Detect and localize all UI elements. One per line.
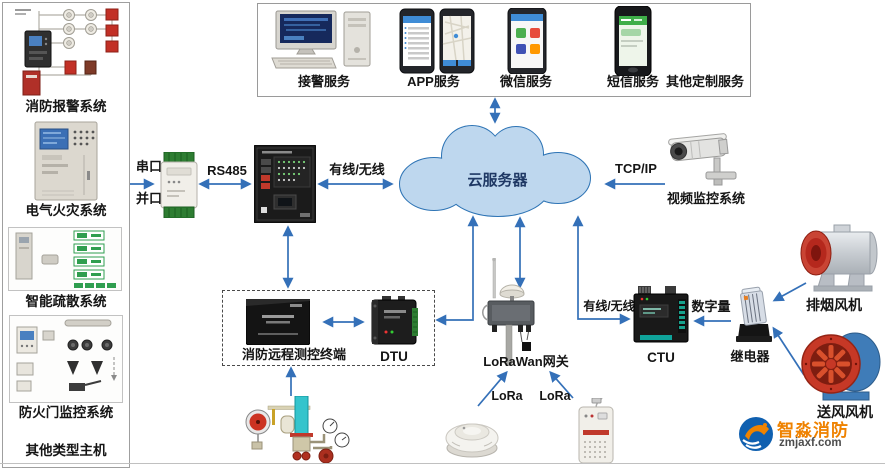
alarm-workstation-icon bbox=[271, 10, 371, 69]
custom-service-label: 其他定制服务 bbox=[665, 74, 744, 89]
parallel-port-label: 并口 bbox=[135, 191, 162, 206]
cloud-server-shape bbox=[399, 125, 591, 217]
ctu-icon bbox=[633, 286, 689, 343]
smoke-exhaust-fan-icon bbox=[800, 224, 878, 292]
evacuation-system-label: 智能疏散系统 bbox=[25, 294, 107, 309]
sms-service-label: 短信服务 bbox=[606, 74, 659, 89]
watermark-logo-icon bbox=[739, 417, 773, 451]
relay-icon bbox=[736, 286, 772, 342]
lora-wall-module-icon bbox=[578, 398, 614, 464]
watermark-site: zmjaxf.com bbox=[779, 437, 842, 449]
wired-wireless-left-label: 有线/无线 bbox=[329, 162, 385, 177]
lora-right-label: LoRa bbox=[539, 389, 571, 403]
fire-alarm-system-image bbox=[15, 8, 119, 96]
dtu-label: DTU bbox=[380, 349, 408, 364]
lorawan-gateway-label: LoRaWan网关 bbox=[483, 354, 569, 369]
serial-port-label: 串口 bbox=[135, 159, 162, 174]
dtu-icon bbox=[371, 296, 418, 345]
alarm-valve-icon bbox=[245, 396, 350, 464]
fire-door-system-image bbox=[9, 315, 123, 403]
other-hosts-label: 其他类型主机 bbox=[25, 443, 107, 458]
fire-door-system-label: 防火门监控系统 bbox=[18, 405, 114, 420]
bottom-divider bbox=[0, 463, 885, 464]
video-surveillance-label: 视频监控系统 bbox=[666, 191, 745, 206]
remote-terminal-group bbox=[222, 290, 435, 366]
tcp-ip-label: TCP/IP bbox=[615, 161, 657, 176]
electrical-fire-system-image bbox=[34, 121, 98, 201]
lora-left-label: LoRa bbox=[491, 389, 523, 403]
remote-terminal-label: 消防远程测控终端 bbox=[241, 347, 346, 362]
digital-signal-label: 数字量 bbox=[691, 299, 731, 314]
fire-alarm-system-label: 消防报警系统 bbox=[25, 99, 107, 114]
rs485-converter-icon bbox=[160, 152, 198, 218]
cctv-camera-icon bbox=[668, 133, 737, 186]
cloud-server-label: 云服务器 bbox=[467, 172, 528, 189]
air-supply-fan-label: 送风风机 bbox=[817, 404, 873, 420]
app-service-label: APP服务 bbox=[407, 74, 460, 89]
electrical-fire-system-label: 电气火灾系统 bbox=[25, 203, 107, 218]
alarm-service-label: 接警服务 bbox=[297, 74, 350, 89]
ctu-label: CTU bbox=[647, 350, 675, 365]
smoke-exhaust-fan-label: 排烟风机 bbox=[806, 297, 862, 313]
host-systems-panel: 消防报警系统 电气火灾系统 bbox=[2, 2, 130, 468]
watermark-brand: 智淼消防 bbox=[777, 421, 849, 440]
app-smartphones-icon bbox=[399, 8, 475, 74]
wired-wireless-right-label: 有线/无线 bbox=[583, 299, 635, 313]
cloud-services-panel: 接警服务 APP服务 微信服务 bbox=[257, 3, 751, 97]
rs485-label: RS485 bbox=[207, 163, 247, 178]
sms-phone-icon bbox=[614, 6, 652, 76]
smoke-detector-icon bbox=[445, 423, 499, 458]
lorawan-gateway-icon bbox=[482, 258, 535, 366]
air-supply-fan-icon bbox=[801, 332, 881, 401]
wechat-phone-icon bbox=[507, 8, 547, 74]
relay-label: 继电器 bbox=[730, 349, 770, 364]
remote-terminal-icon bbox=[246, 299, 310, 345]
wechat-service-label: 微信服务 bbox=[499, 74, 552, 89]
evacuation-system-image bbox=[8, 227, 122, 291]
transmission-panel-icon bbox=[254, 145, 316, 223]
